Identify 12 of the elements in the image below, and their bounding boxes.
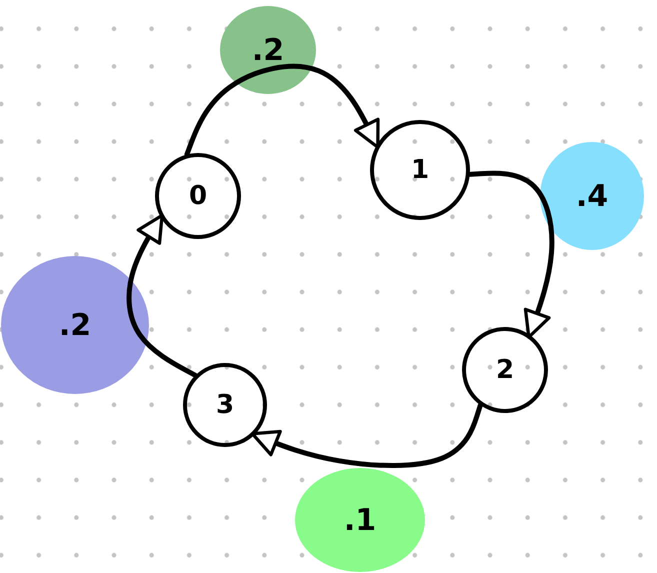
state-number: 2 — [496, 355, 514, 385]
state-circle — [183, 363, 267, 447]
state-circle — [155, 153, 241, 239]
arrow — [467, 170, 554, 339]
state-number: 1 — [410, 155, 430, 185]
arrow — [250, 402, 483, 468]
state-number: 3 — [216, 390, 234, 420]
state-circle — [370, 120, 470, 220]
state-circle — [462, 327, 548, 413]
arrow — [126, 214, 198, 378]
state-number: 0 — [188, 181, 208, 211]
arrow — [184, 64, 380, 157]
